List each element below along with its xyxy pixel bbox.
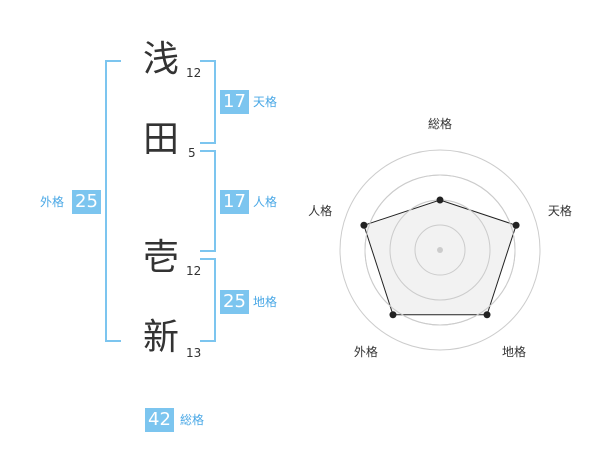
radar-point-3 xyxy=(483,311,491,319)
radar-grid-ring xyxy=(339,149,541,351)
chikaku-label: 地格 xyxy=(253,295,278,309)
stroke-count-3: 12 xyxy=(186,264,202,278)
tenkaku-value: 17 xyxy=(220,90,249,114)
chikaku-bracket xyxy=(200,258,216,342)
gaikaku-value: 25 xyxy=(72,190,101,214)
soukaku-value: 42 xyxy=(145,408,174,432)
radar-grid-ring-overlay xyxy=(364,174,516,326)
stroke-count-4: 13 xyxy=(186,346,202,360)
jinkaku-bracket xyxy=(200,150,216,252)
stroke-count-2: 5 xyxy=(188,146,196,160)
name-char-1: 浅 xyxy=(143,39,180,80)
radar-series-polygon xyxy=(363,199,517,316)
radar-axis-label-3: 地格 xyxy=(502,344,526,359)
chikaku-value: 25 xyxy=(220,290,249,314)
radar-point-1 xyxy=(436,196,444,204)
gaikaku-bracket xyxy=(105,60,121,342)
jinkaku-value: 17 xyxy=(220,190,249,214)
tenkaku-bracket xyxy=(200,60,216,144)
radar-center-dot xyxy=(437,247,443,253)
gaikaku-label: 外格 xyxy=(40,195,65,209)
radar-point-4 xyxy=(389,311,397,319)
soukaku-label: 総格 xyxy=(180,413,205,427)
radar-axis-label-5: 人格 xyxy=(308,203,332,218)
name-char-2: 田 xyxy=(143,119,180,160)
name-char-4: 新 xyxy=(143,317,180,358)
radar-point-5 xyxy=(360,221,368,229)
radar-axis-label-1: 総格 xyxy=(428,116,452,131)
radar-point-2 xyxy=(512,221,520,229)
tenkaku-label: 天格 xyxy=(253,95,278,109)
radar-grid-ring-overlay xyxy=(414,224,466,276)
radar-axis-label-4: 外格 xyxy=(354,344,378,359)
radar-axis-label-2: 天格 xyxy=(548,203,572,218)
jinkaku-label: 人格 xyxy=(253,195,278,209)
name-char-3: 壱 xyxy=(143,237,180,278)
stroke-count-1: 12 xyxy=(186,66,202,80)
